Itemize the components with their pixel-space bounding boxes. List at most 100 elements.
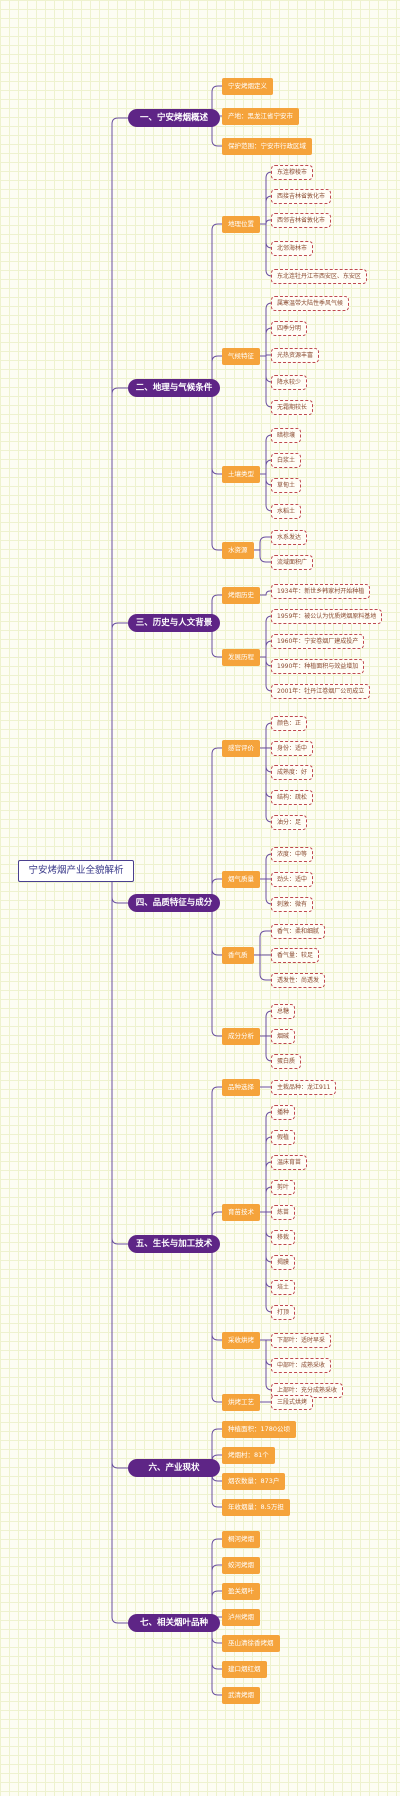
subtopic[interactable]: 育苗技术 [222, 1203, 260, 1221]
subtopic[interactable]: 烤烟村：81个 [222, 1446, 275, 1464]
detail-item[interactable]: 1990年：种植面积与效益增加 [271, 658, 365, 674]
subtopic[interactable]: 气候特征 [222, 347, 260, 365]
section-topic[interactable]: 四、品质特征与成分 [128, 894, 220, 912]
connector-line [111, 622, 134, 872]
connector-line [260, 590, 271, 596]
subtopic[interactable]: 建口烟红烟 [222, 1660, 267, 1678]
detail-item[interactable]: 东北连牡丹江市西安区、东安区 [271, 268, 368, 284]
detail-item[interactable]: 成熟度：好 [271, 764, 314, 780]
detail-item[interactable]: 属寒温带大陆性季风气候 [271, 295, 350, 311]
detail-item[interactable]: 香气：柔和细腻 [271, 923, 326, 939]
subtopic[interactable]: 品种选择 [222, 1078, 260, 1096]
detail-item[interactable]: 光热资源丰富 [271, 347, 320, 363]
detail-item[interactable]: 假植 [271, 1129, 296, 1145]
detail-item[interactable]: 炼苗 [271, 1204, 296, 1220]
subtopic[interactable]: 感官评价 [222, 739, 260, 757]
connector-line [211, 747, 222, 904]
detail-item[interactable]: 1934年：新世乡韩家村开始种植 [271, 583, 371, 599]
subtopic[interactable]: 年收烟量：8.5万担 [222, 1498, 290, 1516]
subtopic[interactable]: 蛟河烤烟 [222, 1556, 260, 1574]
detail-item[interactable]: 无霜期较长 [271, 399, 314, 415]
subtopic[interactable]: 采收烘烤 [222, 1331, 260, 1349]
subtopic[interactable]: 烘烤工艺 [222, 1393, 260, 1411]
detail-item[interactable]: 结构：疏松 [271, 789, 314, 805]
subtopic[interactable]: 巫山清徐香烤烟 [222, 1634, 280, 1652]
detail-item[interactable]: 播种 [271, 1104, 296, 1120]
subtopic[interactable]: 种植面积：1780公顷 [222, 1420, 297, 1438]
detail-item[interactable]: 白浆土 [271, 452, 302, 468]
section-topic[interactable]: 三、历史与人文背景 [128, 614, 220, 632]
connector-line [211, 1622, 222, 1696]
detail-item[interactable]: 东连穆棱市 [271, 164, 314, 180]
detail-item[interactable]: 草甸土 [271, 477, 302, 493]
detail-item[interactable]: 培土 [271, 1279, 296, 1295]
section-topic[interactable]: 七、相关烟叶品种 [128, 1614, 220, 1632]
subtopic[interactable]: 地理位置 [222, 215, 260, 233]
connector-line [111, 870, 134, 1624]
detail-item[interactable]: 水系发达 [271, 529, 308, 545]
section-topic[interactable]: 二、地理与气候条件 [128, 379, 220, 397]
subtopic[interactable]: 土壤类型 [222, 465, 260, 483]
detail-item[interactable]: 揭膜 [271, 1254, 296, 1270]
subtopic[interactable]: 产地：黑龙江省宁安市 [222, 107, 299, 125]
detail-item[interactable]: 中部叶：成熟采收 [271, 1357, 332, 1373]
subtopic[interactable]: 水资源 [222, 541, 254, 559]
connector-line [211, 878, 222, 904]
detail-item[interactable]: 劲头：适中 [271, 871, 314, 887]
section-topic[interactable]: 一、宁安烤烟概述 [128, 109, 220, 127]
detail-item[interactable]: 透发性：尚透发 [271, 972, 326, 988]
detail-item[interactable]: 西邻吉林省敦化市 [271, 212, 332, 228]
detail-item[interactable]: 总糖 [271, 1003, 296, 1019]
detail-item[interactable]: 流域面积广 [271, 554, 314, 570]
detail-item[interactable]: 水稻土 [271, 503, 302, 519]
detail-item[interactable]: 油分：足 [271, 814, 308, 830]
subtopic[interactable]: 烟农数量：873户 [222, 1472, 286, 1490]
detail-item[interactable]: 降水较少 [271, 374, 308, 390]
subtopic[interactable]: 盈关烟叶 [222, 1582, 260, 1600]
subtopic[interactable]: 香气质 [222, 946, 254, 964]
subtopic[interactable]: 成分分析 [222, 1027, 260, 1045]
subtopic[interactable]: 发展历程 [222, 648, 260, 666]
section-topic[interactable]: 六、产业现状 [128, 1459, 220, 1477]
connector-line [211, 85, 222, 119]
detail-item[interactable]: 1959年：被公认为优质烤烟原料基地 [271, 608, 383, 624]
connector-line [211, 1243, 222, 1403]
subtopic[interactable]: 烤烟历史 [222, 586, 260, 604]
subtopic[interactable]: 泸州烤烟 [222, 1608, 260, 1626]
detail-item[interactable]: 暗棕壤 [271, 427, 302, 443]
connector-line [111, 870, 134, 1469]
connector-line [211, 1086, 222, 1245]
section-topic[interactable]: 五、生长与加工技术 [128, 1235, 220, 1253]
root-topic[interactable]: 宁安烤烟产业全貌解析 [18, 860, 134, 882]
detail-item[interactable]: 颜色：正 [271, 715, 308, 731]
connector-line [211, 622, 222, 658]
connector-line [211, 1467, 222, 1508]
detail-item[interactable]: 主栽品种：龙江911 [271, 1079, 337, 1095]
detail-item[interactable]: 蛋白质 [271, 1053, 302, 1069]
detail-item[interactable]: 2001年：牡丹江卷烟厂公司成立 [271, 683, 371, 699]
subtopic[interactable]: 保护范围：宁安市行政区域 [222, 137, 312, 155]
detail-item[interactable]: 三段式烘烤 [271, 1394, 314, 1410]
detail-item[interactable]: 身份：适中 [271, 740, 314, 756]
connector-line [211, 1564, 222, 1624]
detail-item[interactable]: 移栽 [271, 1229, 296, 1245]
connector-line [211, 223, 222, 389]
detail-item[interactable]: 西接吉林省敦化市 [271, 188, 332, 204]
detail-item[interactable]: 打顶 [271, 1304, 296, 1320]
subtopic[interactable]: 宁安烤烟定义 [222, 77, 273, 95]
detail-item[interactable]: 浓度：中等 [271, 846, 314, 862]
subtopic[interactable]: 烟气质量 [222, 870, 260, 888]
detail-item[interactable]: 剪叶 [271, 1179, 296, 1195]
detail-item[interactable]: 下部叶：适时早采 [271, 1332, 332, 1348]
connector-line [211, 1590, 222, 1624]
subtopic[interactable]: 武清烤烟 [222, 1686, 260, 1704]
detail-item[interactable]: 香气量：较足 [271, 947, 320, 963]
detail-item[interactable]: 温床育苗 [271, 1154, 308, 1170]
detail-item[interactable]: 1960年：宁安卷烟厂建成投产 [271, 633, 365, 649]
detail-item[interactable]: 北邻海林市 [271, 240, 314, 256]
detail-item[interactable]: 烟碱 [271, 1028, 296, 1044]
detail-item[interactable]: 四季分明 [271, 320, 308, 336]
detail-item[interactable]: 刺激：微有 [271, 896, 314, 912]
subtopic[interactable]: 桐河烤烟 [222, 1530, 260, 1548]
